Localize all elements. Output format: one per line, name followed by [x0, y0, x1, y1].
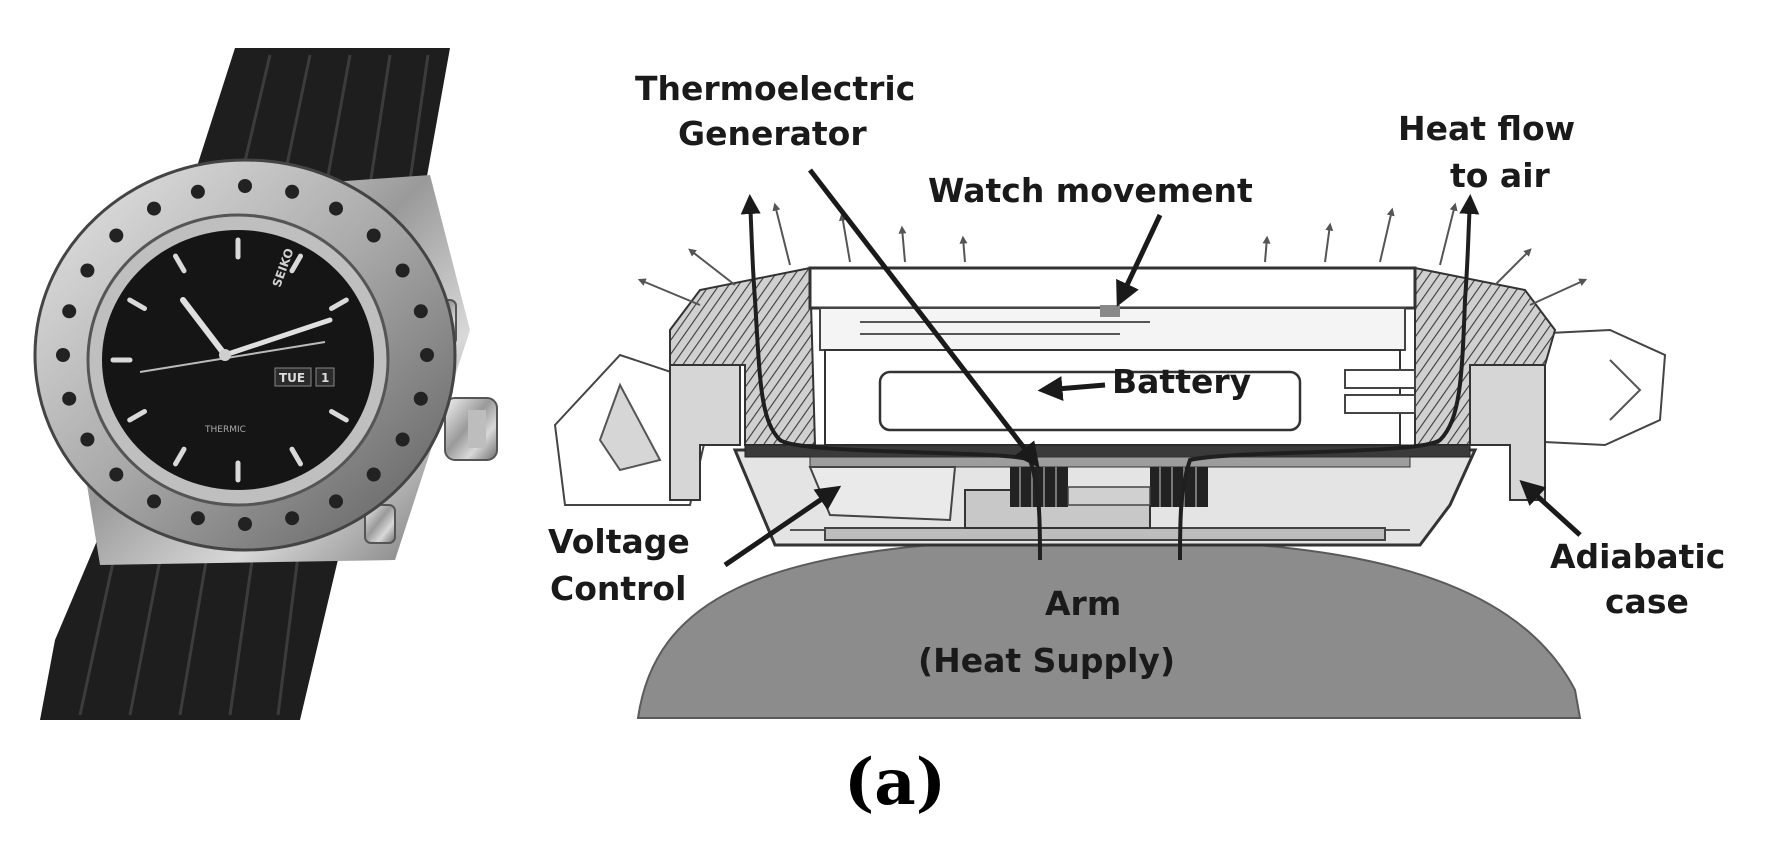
bezel-hole	[80, 432, 95, 447]
figure-caption: (a)	[843, 745, 947, 820]
dial-tick	[127, 297, 147, 311]
dial-tick	[329, 409, 349, 423]
label-voltage-2: Control	[550, 569, 686, 608]
label-arm-2: (Heat Supply)	[918, 641, 1175, 680]
leader-arrows	[723, 168, 1582, 568]
bezel-hole	[366, 467, 381, 482]
label-heat-flow-1: Heat flow	[1398, 109, 1575, 148]
label-arm-1: Arm	[1045, 584, 1121, 623]
dial-tick	[127, 409, 147, 423]
dial-tick	[173, 253, 187, 274]
bezel-hole	[329, 201, 343, 216]
bezel-hole	[366, 228, 381, 243]
label-adiabatic-1: Adiabatic	[1550, 537, 1725, 576]
dial-tick	[173, 446, 187, 467]
label-thermoelectric-2: Generator	[678, 114, 867, 153]
label-battery: Battery	[1112, 362, 1251, 401]
bezel-hole	[80, 263, 95, 278]
bezel-hole	[420, 348, 434, 362]
bezel-hole	[190, 511, 205, 526]
bezel-hole	[147, 201, 161, 216]
dial-date: 1	[321, 371, 329, 385]
dial-day: TUE	[279, 371, 305, 385]
bezel-hole	[147, 494, 161, 509]
heat-flow-lines	[740, 194, 1480, 561]
bezel-hole	[109, 228, 124, 243]
bezel-hole	[238, 179, 252, 193]
bezel-hole	[285, 184, 300, 199]
bezel-hole	[395, 432, 410, 447]
bezel-hole	[62, 304, 77, 319]
cross-section-diagram: Thermoelectric Generator Watch movement …	[548, 69, 1725, 719]
dial-tick	[289, 253, 303, 274]
label-thermoelectric-1: Thermoelectric	[635, 69, 915, 108]
label-voltage-1: Voltage	[548, 522, 690, 561]
bezel-hole	[395, 263, 410, 278]
bezel-hole	[62, 391, 77, 406]
bezel-hole	[329, 494, 343, 509]
bezel-hole	[56, 348, 70, 362]
dial-tick	[289, 446, 303, 467]
arm-shape	[636, 538, 1582, 719]
dial-subtext: THERMIC	[204, 425, 246, 435]
bezel-hole	[109, 467, 124, 482]
bezel-hole	[285, 511, 300, 526]
bezel-hole	[413, 304, 428, 319]
bezel-hole	[238, 517, 252, 531]
bezel-hole	[413, 391, 428, 406]
dial-tick	[329, 297, 349, 311]
watch-photo: SEIKO TUE 1 THERMIC	[0, 0, 520, 720]
battery	[878, 370, 1302, 432]
label-heat-flow-2: to air	[1450, 156, 1551, 195]
label-watch-movement: Watch movement	[928, 171, 1253, 210]
adiabatic-case-left	[669, 364, 741, 501]
bezel-hole	[190, 184, 205, 199]
label-adiabatic-2: case	[1605, 582, 1689, 621]
air-flow-arrows	[637, 202, 1588, 306]
adiabatic-case-right	[1469, 364, 1546, 501]
